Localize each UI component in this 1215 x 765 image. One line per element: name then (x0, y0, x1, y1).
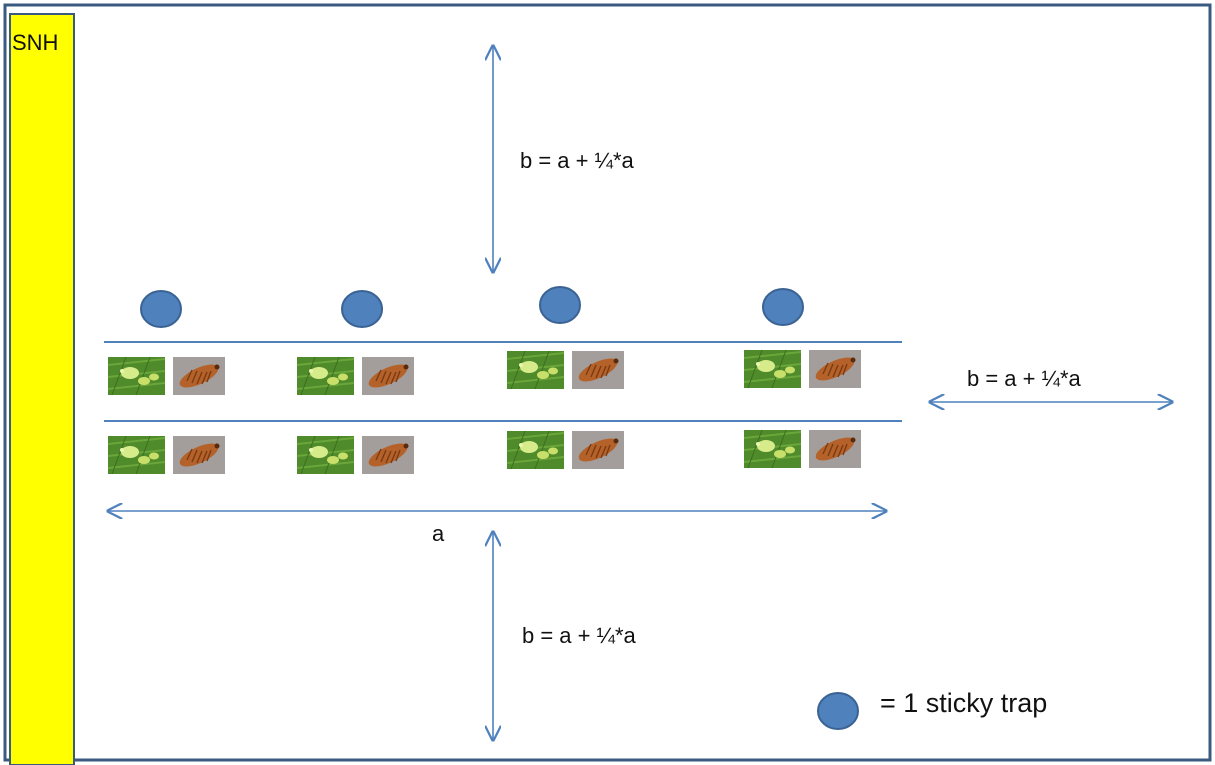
legend: = 1 sticky trap (817, 688, 1047, 730)
larva-photo-icon (172, 435, 226, 475)
aphid-photo-icon (296, 435, 355, 475)
aphid-photo-icon (506, 350, 565, 390)
larva-photo-icon (361, 356, 415, 396)
sticky-trap-row (140, 286, 804, 328)
aphid-photo-icon (107, 435, 166, 475)
aphid-photo-icon (743, 429, 802, 469)
right-distance-label: b = a + ¼*a (967, 366, 1082, 391)
sticky-trap-icon (140, 290, 182, 328)
larva-photo-icon (172, 356, 226, 396)
larva-photo-icon (571, 350, 625, 390)
snh-strip (9, 13, 75, 765)
aphid-photo-icon (506, 430, 565, 470)
aphid-photo-icon (296, 356, 355, 396)
larva-photo-icon (808, 429, 862, 469)
aphid-photo-icon (107, 356, 166, 396)
larva-photo-icon (361, 435, 415, 475)
sticky-trap-icon (539, 286, 581, 324)
plot-width-label: a (432, 521, 445, 546)
aphid-photo-icon (743, 349, 802, 389)
sticky-trap-icon (341, 290, 383, 328)
bottom-distance-label: b = a + ¼*a (522, 623, 637, 648)
larva-photo-icon (571, 430, 625, 470)
insect-photos-upper (107, 349, 862, 396)
snh-label: SNH (12, 30, 58, 55)
legend-trap-icon (817, 692, 859, 730)
larva-photo-icon (808, 349, 862, 389)
diagram-frame (3, 3, 1212, 762)
insect-photos-lower (107, 429, 862, 475)
legend-label: = 1 sticky trap (880, 688, 1047, 718)
sticky-trap-icon (762, 288, 804, 326)
top-distance-label: b = a + ¼*a (520, 148, 635, 173)
